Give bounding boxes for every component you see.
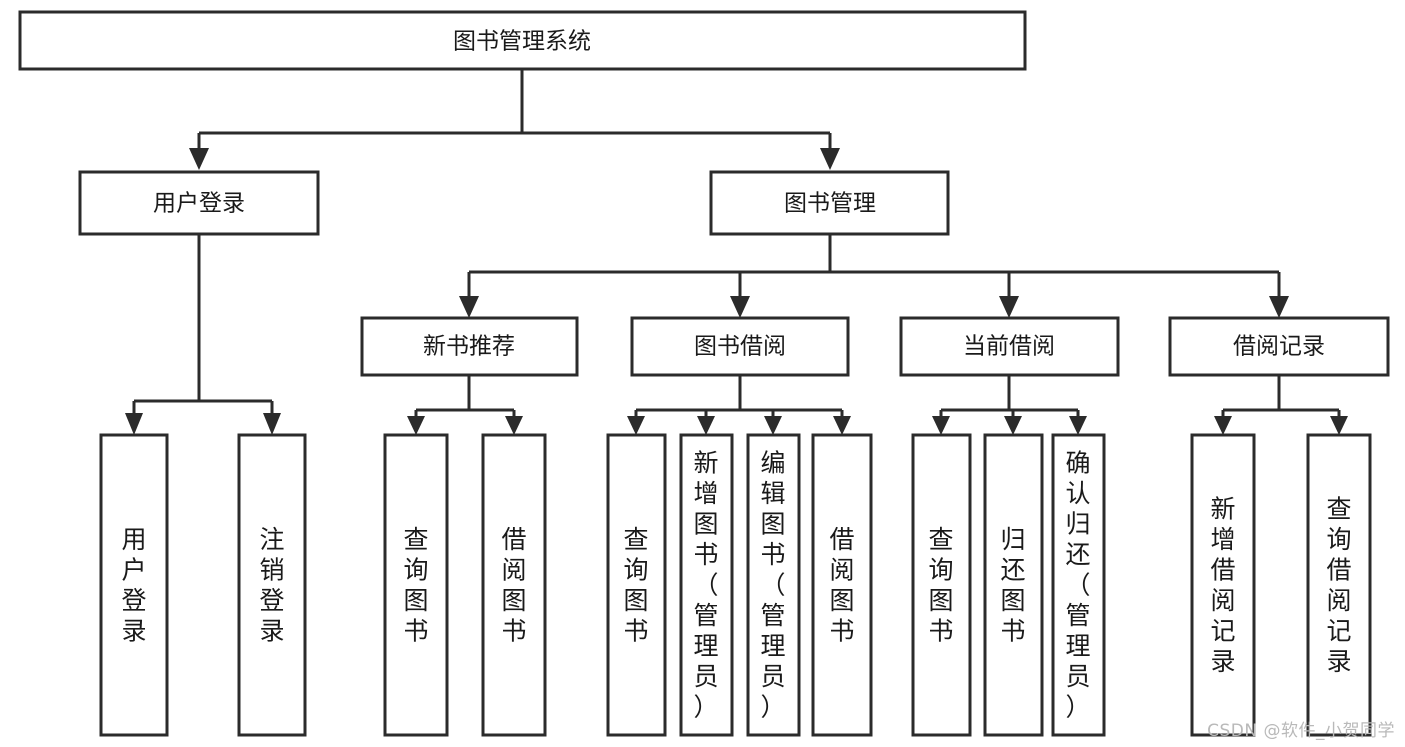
arrow-head-leaf-query-book-2 [627,416,645,435]
edge-group-borrow-record [1214,375,1348,435]
node-leaf-query-book-2-rect[interactable] [606,433,667,737]
arrow-head-book-manage [820,148,840,170]
arrow-head-leaf-add-record [1214,416,1232,435]
node-user-login[interactable]: 用户登录 [78,170,320,236]
node-leaf-edit-book-rect[interactable] [746,433,801,737]
node-user-login-label: 用户登录 [153,191,245,217]
node-leaf-borrow-book-2[interactable]: 借阅图书 [811,433,873,737]
node-leaf-query-record-label: 查询借阅记录 [1326,494,1351,676]
node-leaf-return-book[interactable]: 归还图书 [983,433,1044,737]
node-leaf-borrow-book-1[interactable]: 借阅图书 [481,433,547,737]
edge-group-user-login [125,234,281,435]
node-leaf-query-book-1[interactable]: 查询图书 [383,433,449,737]
node-leaf-add-record-label: 新增借阅记录 [1210,494,1235,676]
node-current-borrow[interactable]: 当前借阅 [899,316,1120,377]
arrow-head-leaf-borrow-book-1 [505,416,523,435]
edge-group-book-borrow [627,375,851,435]
node-leaf-edit-book[interactable]: 编辑图书（管理员） [746,433,801,737]
node-leaf-confirm-return-label: 确认归还（管理员） [1065,449,1090,722]
node-borrow-record-label: 借阅记录 [1233,334,1325,360]
arrow-head-leaf-confirm-return [1069,416,1087,435]
node-book-borrow[interactable]: 图书借阅 [630,316,850,377]
arrow-head-leaf-query-book-3 [932,416,950,435]
node-leaf-add-book-label: 新增图书（管理员） [693,449,718,722]
arrow-head-leaf-query-book-1 [407,416,425,435]
arrow-head-leaf-user-logout [263,413,281,435]
node-leaf-add-book-rect[interactable] [679,433,734,737]
arrow-head-leaf-borrow-book-2 [833,416,851,435]
node-new-book-recommend[interactable]: 新书推荐 [360,316,579,377]
node-leaf-confirm-return-rect[interactable] [1051,433,1106,737]
arrow-head-borrow-record [1269,296,1289,318]
node-leaf-query-book-3-rect[interactable] [911,433,972,737]
node-leaf-user-logout-label: 注销登录 [259,525,284,646]
edge-group-new-book-recommend [407,375,523,435]
node-leaf-borrow-book-2-label: 借阅图书 [829,525,854,646]
arrow-head-user-login [189,148,209,170]
node-leaf-query-book-3-label: 查询图书 [928,525,953,646]
node-leaf-borrow-book-2-rect[interactable] [811,433,873,737]
node-root-rect[interactable] [18,10,1027,71]
node-leaf-edit-book-label: 编辑图书（管理员） [760,449,785,722]
node-book-manage[interactable]: 图书管理 [709,170,950,236]
csdn-watermark: CSDN @软件_小贺同学 [1207,721,1395,741]
arrow-head-leaf-edit-book [764,416,782,435]
arrow-head-leaf-user-login [125,413,143,435]
node-leaf-query-book-2-label: 查询图书 [623,525,648,646]
node-borrow-record[interactable]: 借阅记录 [1168,316,1390,377]
node-leaf-add-record-rect[interactable] [1190,433,1256,737]
edge-group-current-borrow [932,375,1087,435]
node-new-book-recommend-label: 新书推荐 [423,334,515,360]
node-new-book-recommend-rect[interactable] [360,316,579,377]
node-leaf-add-record[interactable]: 新增借阅记录 [1190,433,1256,737]
node-leaf-query-book-3[interactable]: 查询图书 [911,433,972,737]
arrow-head-current-borrow [999,296,1019,318]
node-leaf-user-login[interactable]: 用户登录 [99,433,169,737]
node-leaf-borrow-book-1-label: 借阅图书 [501,525,526,646]
node-user-login-rect[interactable] [78,170,320,236]
node-leaf-query-record[interactable]: 查询借阅记录 [1306,433,1372,737]
node-current-borrow-label: 当前借阅 [963,334,1055,360]
node-leaf-query-book-2[interactable]: 查询图书 [606,433,667,737]
node-leaf-add-book[interactable]: 新增图书（管理员） [679,433,734,737]
node-root[interactable]: 图书管理系统 [18,10,1027,71]
arrow-head-leaf-return-book [1004,416,1022,435]
node-book-borrow-label: 图书借阅 [694,334,786,360]
node-leaf-user-login-label: 用户登录 [121,525,146,646]
arrow-head-new-book-recommend [459,296,479,318]
arrow-head-leaf-add-book [697,416,715,435]
node-leaf-borrow-book-1-rect[interactable] [481,433,547,737]
node-book-manage-label: 图书管理 [784,191,876,217]
arrow-head-leaf-query-record [1330,416,1348,435]
node-leaf-query-record-rect[interactable] [1306,433,1372,737]
arrow-head-book-borrow [730,296,750,318]
node-leaf-query-book-1-label: 查询图书 [403,525,428,646]
edge-group-book-manage [459,234,1289,318]
edge-group-root [189,69,840,170]
node-leaf-user-logout[interactable]: 注销登录 [237,433,307,737]
node-leaf-query-book-1-rect[interactable] [383,433,449,737]
node-leaf-user-logout-rect[interactable] [237,433,307,737]
node-leaf-return-book-label: 归还图书 [1000,525,1025,646]
node-current-borrow-rect[interactable] [899,316,1120,377]
node-leaf-confirm-return[interactable]: 确认归还（管理员） [1051,433,1106,737]
node-borrow-record-rect[interactable] [1168,316,1390,377]
node-book-manage-rect[interactable] [709,170,950,236]
node-leaf-user-login-rect[interactable] [99,433,169,737]
node-root-label: 图书管理系统 [453,29,591,55]
node-leaf-return-book-rect[interactable] [983,433,1044,737]
node-book-borrow-rect[interactable] [630,316,850,377]
